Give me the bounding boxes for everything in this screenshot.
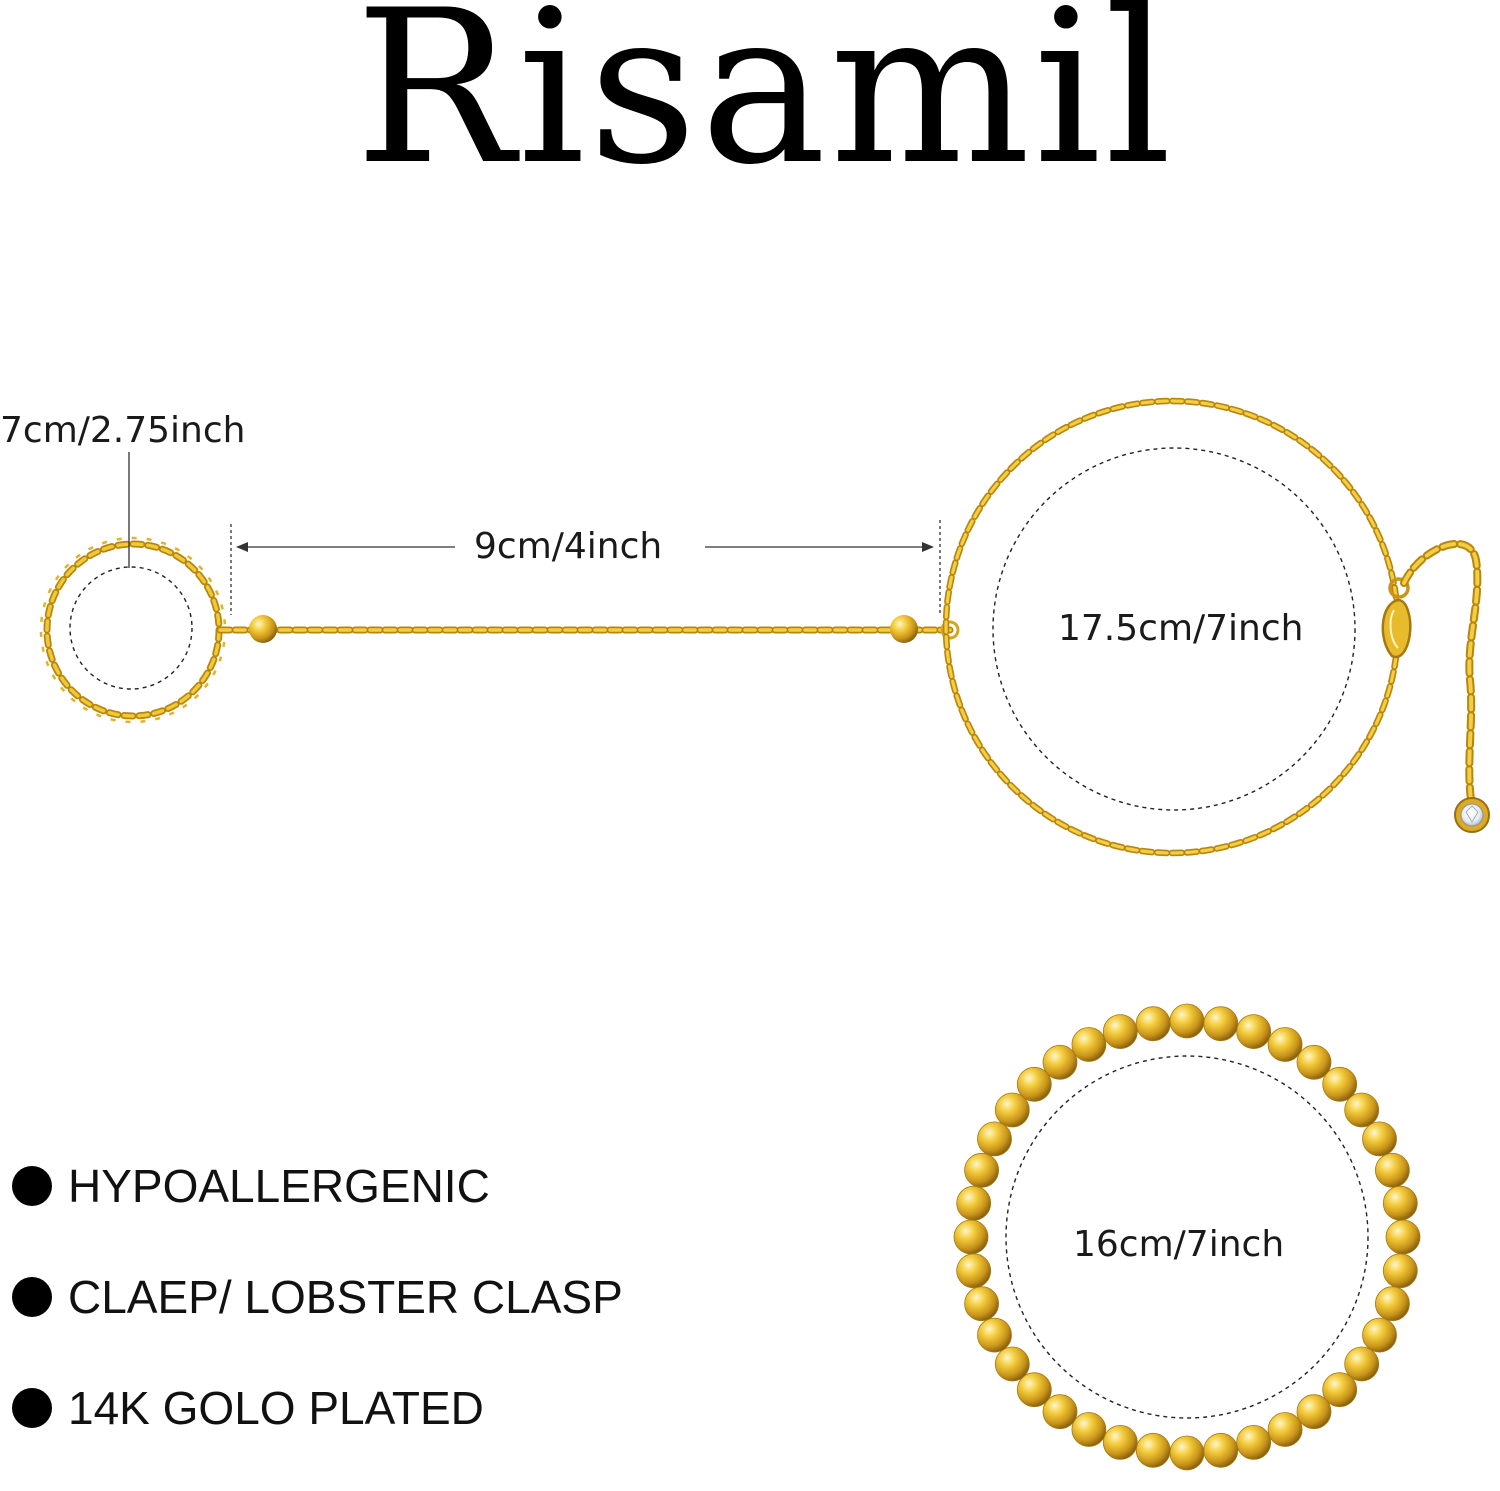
bracelet-bead [1135,1432,1171,1468]
lobster-clasp-icon [1381,577,1412,659]
gem-charm-icon [1454,797,1490,833]
bracelet-bead [956,1185,992,1221]
finger-ring-chain [39,536,227,724]
chain-length-dimension [230,520,941,615]
bullet-icon [12,1166,52,1206]
bracelet-bead [1102,1425,1138,1460]
bracelet-bead [1382,1253,1418,1289]
chain-bead-left [249,615,277,643]
bracelet-bead [994,1346,1030,1382]
feature-label: HYPOALLERGENIC [68,1160,490,1212]
bracelet-bead [1236,1014,1272,1049]
chain-length-label: 9cm/4inch [474,526,663,567]
bracelet-bead [1071,1027,1107,1062]
bracelet-bead [1135,1006,1171,1042]
bracelet-bead [1375,1286,1410,1322]
bracelet-bead [1267,1027,1303,1062]
bracelet-bead [1042,1394,1078,1430]
feature-hypoallergenic: HYPOALLERGENIC [12,1158,623,1214]
feature-list: HYPOALLERGENIC CLAEP/ LOBSTER CLASP 14K … [12,1158,623,1491]
bracelet-bead [1382,1185,1418,1221]
bracelet-bead [1322,1066,1358,1102]
beaded-bracelet-size-guide [1005,1055,1369,1419]
feature-label: CLAEP/ LOBSTER CLASP [68,1271,623,1323]
bracelet-bead [977,1121,1012,1157]
feature-label: 14K GOLO PLATED [68,1382,484,1434]
bracelet-bead [1375,1152,1410,1188]
extender-chain [1400,539,1482,804]
bracelet-bead [1344,1346,1380,1382]
bullet-icon [12,1388,52,1428]
bracelet-bead [1169,1003,1205,1039]
bullet-icon [12,1277,52,1317]
bracelet-bead [1267,1412,1303,1447]
bracelet-bead [964,1152,999,1188]
chain-bead-right [890,615,918,643]
bracelet-bead [1102,1014,1138,1049]
brand-logo: Risamil [354,0,1176,211]
bracelet-bead [1203,1006,1239,1042]
bracelet-bead [1016,1372,1052,1408]
bracelet-bead [994,1092,1030,1128]
bracelet-bead [1042,1044,1078,1080]
bracelet-bead [1071,1412,1107,1447]
bracelet-bead [1322,1372,1358,1408]
bracelet-bead [956,1253,992,1289]
beaded-bracelet [953,1003,1421,1471]
bracelet-bead [1385,1219,1421,1255]
finger-ring-size-guide [69,566,193,690]
bracelet-bead [953,1219,989,1255]
bracelet-bead [1016,1066,1052,1102]
chain-bracelet-size-guide [992,447,1356,811]
bracelet-bead [1344,1092,1380,1128]
finger-ring-size-label: 7cm/2.75inch [0,410,246,451]
bracelet-bead [964,1286,999,1322]
feature-clasp: CLAEP/ LOBSTER CLASP [12,1269,623,1325]
chain-jump-ring [940,620,960,640]
bracelet-bead [1236,1425,1272,1460]
chain-bracelet-size-label: 17.5cm/7inch [1058,608,1304,649]
bracelet-bead [1203,1432,1239,1468]
bracelet-bead [1362,1317,1397,1353]
bracelet-bead [1296,1394,1332,1430]
beaded-bracelet-size-label: 16cm/7inch [1073,1224,1285,1265]
bracelet-bead [1169,1435,1205,1471]
bracelet-bead [1296,1044,1332,1080]
feature-plating: 14K GOLO PLATED [12,1380,623,1436]
bracelet-bead [1362,1121,1397,1157]
bracelet-bead [977,1317,1012,1353]
